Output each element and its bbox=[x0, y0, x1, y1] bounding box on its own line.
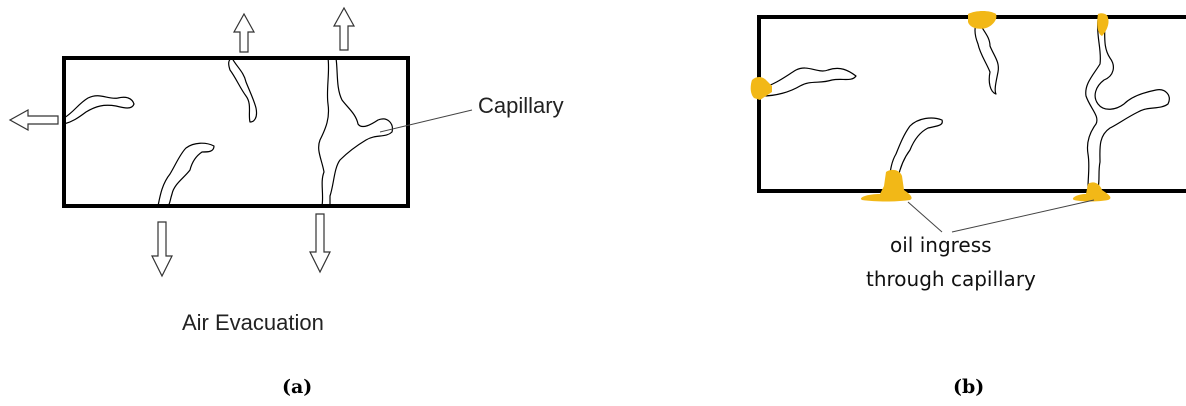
oil-blob-left bbox=[750, 77, 772, 100]
oil-blob-top-middle bbox=[968, 11, 997, 29]
oil-ingress-label-line1: oil ingress bbox=[890, 233, 992, 257]
capillary-left-a bbox=[63, 95, 135, 125]
capillary-top-a bbox=[228, 57, 258, 123]
arrow-down-2-a bbox=[309, 213, 331, 274]
oil-blob-top-right bbox=[1097, 13, 1109, 37]
arrow-left-a bbox=[8, 108, 59, 132]
capillary-top-b bbox=[974, 19, 999, 95]
arrow-up-2-a bbox=[332, 6, 356, 51]
air-evacuation-label: Air Evacuation bbox=[182, 310, 324, 335]
panel-a: Capillary Air Evacuation (a) bbox=[8, 6, 564, 398]
oil-leader-right bbox=[951, 199, 1095, 233]
oil-leader-left bbox=[907, 201, 943, 233]
specimen-frame-a bbox=[62, 56, 410, 208]
oil-blob-bottom-right bbox=[1072, 182, 1111, 202]
capillary-label: Capillary bbox=[478, 93, 564, 118]
capillary-left-b bbox=[761, 67, 857, 97]
caption-b: (b) bbox=[953, 376, 984, 398]
arrow-up-1-a bbox=[232, 12, 256, 53]
caption-a: (a) bbox=[282, 376, 312, 398]
capillary-branched-b bbox=[1085, 19, 1170, 189]
specimen-frame-b bbox=[757, 15, 1186, 193]
capillary-bottom-b bbox=[887, 117, 943, 189]
panel-b: oil ingress through capillary (b) bbox=[750, 11, 1186, 398]
arrow-down-1-a bbox=[151, 221, 173, 278]
capillary-bottom-a bbox=[157, 142, 215, 207]
oil-ingress-label-line2: through capillary bbox=[866, 267, 1036, 291]
capillary-branched-a bbox=[318, 57, 393, 207]
capillary-leader-line bbox=[379, 109, 473, 133]
oil-blob-bottom-left bbox=[860, 169, 912, 202]
oil-deposits bbox=[750, 11, 1111, 202]
